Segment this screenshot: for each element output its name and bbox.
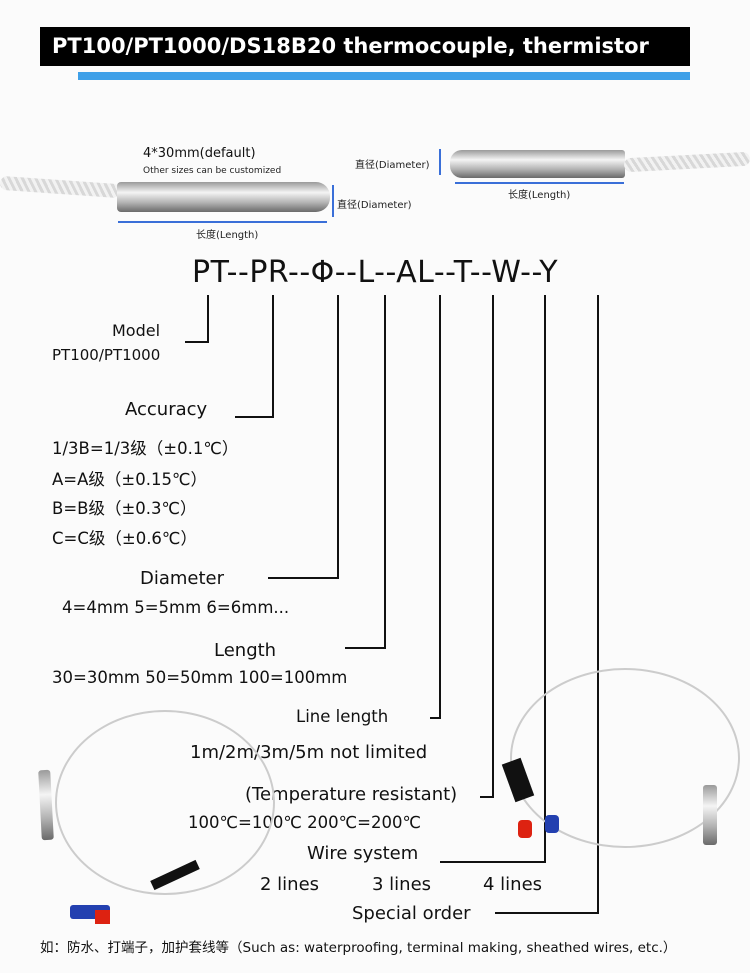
probe-left-diameter: 直径(Diameter) bbox=[337, 200, 412, 211]
wire-option: 4 lines bbox=[483, 874, 543, 895]
title-underline bbox=[78, 72, 690, 80]
page-title: PT100/PT1000/DS18B20 thermocouple, therm… bbox=[40, 27, 690, 66]
model-label: Model bbox=[112, 321, 161, 340]
probe-right-length: 长度(Length) bbox=[508, 190, 571, 201]
probe-right-diameter: 直径(Diameter) bbox=[355, 160, 430, 171]
accuracy-label: Accuracy bbox=[125, 399, 208, 420]
probe-note: Other sizes can be customized bbox=[143, 166, 282, 176]
line-length-label: Line length bbox=[296, 707, 389, 726]
model-value: PT100/PT1000 bbox=[52, 346, 161, 364]
accuracy-option: 1/3B=1/3级（±0.1℃） bbox=[52, 439, 239, 458]
wire-option: 3 lines bbox=[372, 874, 432, 895]
wire-system-label: Wire system bbox=[307, 843, 419, 864]
model-code: PT--PR--Φ--L--AL--T--W--Y bbox=[192, 255, 559, 290]
wire-option: 2 lines bbox=[260, 874, 320, 895]
length-label: Length bbox=[214, 640, 277, 661]
accuracy-option: C=C级（±0.6℃） bbox=[52, 529, 197, 548]
special-order-note: 如：防水、打端子，加护套线等（Such as: waterproofing, t… bbox=[40, 940, 677, 956]
probe-size: 4*30mm(default) bbox=[143, 146, 256, 161]
accuracy-option: B=B级（±0.3℃） bbox=[52, 499, 197, 518]
temperature-label: (Temperature resistant) bbox=[245, 784, 458, 805]
diameter-value: 4=4mm 5=5mm 6=6mm... bbox=[62, 598, 290, 617]
length-value: 30=30mm 50=50mm 100=100mm bbox=[52, 668, 348, 687]
special-order-label: Special order bbox=[352, 903, 471, 924]
probe-left-length: 长度(Length) bbox=[196, 230, 259, 241]
accuracy-option: A=A级（±0.15℃） bbox=[52, 470, 207, 489]
diameter-label: Diameter bbox=[140, 568, 225, 589]
